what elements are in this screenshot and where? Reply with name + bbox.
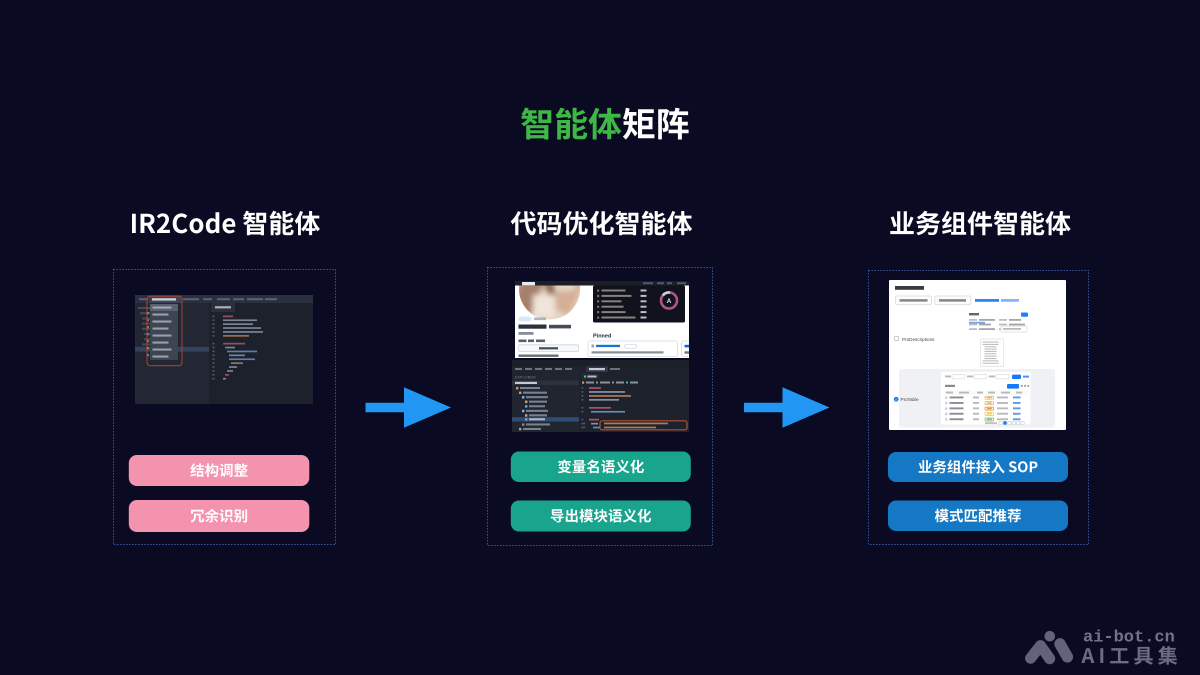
svg-text:i: i	[896, 398, 897, 402]
svg-text:EXPLORER: EXPLORER	[515, 376, 536, 380]
svg-text:ProDescriptions: ProDescriptions	[902, 337, 935, 342]
svg-text:A: A	[667, 298, 672, 305]
svg-text:Pinned: Pinned	[593, 334, 611, 340]
svg-text:ai-bot.cn: ai-bot.cn	[1083, 629, 1175, 648]
svg-text:ProTable: ProTable	[901, 397, 920, 402]
